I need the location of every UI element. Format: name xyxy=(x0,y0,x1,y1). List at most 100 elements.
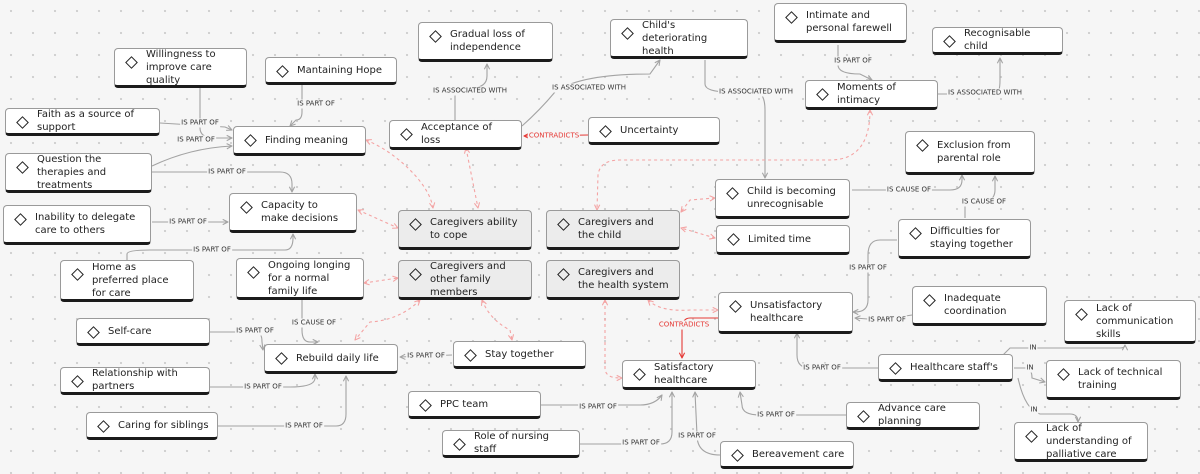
node-childs-deteriorating-health[interactable]: Child's deteriorating health xyxy=(610,19,748,59)
diamond-icon xyxy=(453,438,466,451)
node-exclusion-parental-role[interactable]: Exclusion from parental role xyxy=(905,131,1035,175)
edge-hope-finding xyxy=(290,85,303,126)
diamond-icon xyxy=(557,268,570,281)
node-label: Lack of technical training xyxy=(1078,367,1163,391)
edge-label-contradicts: CONTRADICTS xyxy=(527,131,581,141)
node-caregivers-health-system[interactable]: Caregivers and the health system xyxy=(546,260,680,300)
node-ppc-team[interactable]: PPC team xyxy=(408,391,541,419)
edge-siblings-rebuild xyxy=(218,376,346,427)
node-willingness[interactable]: Willingness to improve care quality xyxy=(114,48,247,88)
node-intimate-farewell[interactable]: Intimate and personal farewell xyxy=(774,3,907,43)
node-label: Lack of understanding of palliative care xyxy=(1046,422,1132,460)
edge-bereavement-satisfactory xyxy=(695,392,721,456)
diamond-icon xyxy=(621,27,634,40)
diamond-icon xyxy=(816,88,829,101)
node-healthcare-staff[interactable]: Healthcare staff's xyxy=(878,354,1013,382)
node-lack-palliative[interactable]: Lack of understanding of palliative care xyxy=(1014,422,1148,462)
node-child-unrecognisable[interactable]: Child is becoming unrecognisable xyxy=(715,179,850,219)
node-unsatisfactory-healthcare[interactable]: Unsatisfactory healthcare xyxy=(718,292,853,334)
node-label: Exclusion from parental role xyxy=(937,140,1011,164)
edge-label-in: IN xyxy=(1029,405,1039,415)
node-self-care[interactable]: Self-care xyxy=(76,318,210,346)
edge-label-is-part-of: IS PART OF xyxy=(207,167,247,177)
diamond-icon xyxy=(14,213,27,226)
node-rebuild-daily-life[interactable]: Rebuild daily life xyxy=(264,344,398,374)
edge-label-is-associated-with: IS ASSOCIATED WITH xyxy=(551,83,627,93)
node-uncertainty[interactable]: Uncertainty xyxy=(588,117,720,145)
node-bereavement-care[interactable]: Bereavement care xyxy=(720,441,854,469)
link-family-stay xyxy=(482,300,512,340)
node-caregivers-ability-cope[interactable]: Caregivers ability to cope xyxy=(398,210,532,250)
edge-label-is-part-of: IS PART OF xyxy=(578,402,618,412)
node-label: Willingness to improve care quality xyxy=(146,48,216,86)
edge-label-contradicts: CONTRADICTS xyxy=(657,320,711,330)
node-stay-together[interactable]: Stay together xyxy=(453,341,586,369)
node-capacity-decisions[interactable]: Capacity to make decisions xyxy=(229,193,357,233)
node-question-therapies[interactable]: Question the therapies and treatments xyxy=(5,153,152,193)
diamond-icon xyxy=(909,227,922,240)
node-label: Inability to delegate care to others xyxy=(35,212,136,236)
node-label: Inadequate coordination xyxy=(944,293,1007,317)
node-ongoing-longing[interactable]: Ongoing longing for a normal family life xyxy=(236,258,364,300)
edge-staff-palliative xyxy=(1017,377,1078,422)
node-inadequate-coordination[interactable]: Inadequate coordination xyxy=(912,286,1047,326)
edge-ongoing-rebuild xyxy=(301,300,318,342)
node-lack-technical[interactable]: Lack of technical training xyxy=(1046,360,1181,400)
node-advance-care-planning[interactable]: Advance care planning xyxy=(846,402,980,430)
diamond-icon xyxy=(16,116,29,129)
node-label: Question the therapies and treatments xyxy=(37,153,107,191)
edge-label-is-part-of: IS PART OF xyxy=(677,431,717,441)
node-difficulties-together[interactable]: Difficulties for staying together xyxy=(898,219,1031,259)
node-finding-meaning[interactable]: Finding meaning xyxy=(233,126,366,156)
node-limited-time[interactable]: Limited time xyxy=(716,225,850,255)
edge-label-in: IN xyxy=(1025,363,1035,373)
edge-label-is-part-of: IS PART OF xyxy=(192,245,232,255)
edge-question-finding xyxy=(151,146,232,167)
node-satisfactory-healthcare[interactable]: Satisfactory healthcare xyxy=(622,360,756,390)
diamond-icon xyxy=(71,375,84,388)
edge-question-capacity xyxy=(152,171,292,192)
node-acceptance-loss[interactable]: Acceptance of loss xyxy=(389,120,522,150)
edge-label-is-part-of: IS PART OF xyxy=(235,326,275,336)
link-ongoing-family xyxy=(364,278,398,283)
node-label: Acceptance of loss xyxy=(421,122,493,146)
edge-ppc-satisfactory xyxy=(541,395,662,406)
diamond-icon xyxy=(1057,368,1070,381)
node-caregivers-family[interactable]: Caregivers and other family members xyxy=(398,260,532,300)
node-label: Finding meaning xyxy=(265,134,348,146)
diamond-icon xyxy=(923,294,936,307)
node-home-preferred[interactable]: Home as preferred place for care xyxy=(60,260,194,302)
node-label: Recognisable child xyxy=(964,28,1031,52)
node-moments-intimacy[interactable]: Moments of intimacy xyxy=(805,80,938,110)
node-recognisable-child[interactable]: Recognisable child xyxy=(932,27,1063,55)
node-lack-communication[interactable]: Lack of communication skills xyxy=(1064,300,1196,344)
link-limited-child xyxy=(681,228,715,238)
diamond-icon xyxy=(464,349,477,362)
edge-label-is-part-of: IS PART OF xyxy=(296,99,336,109)
node-label: Child is becoming unrecognisable xyxy=(747,186,836,210)
diamond-icon xyxy=(857,410,870,423)
edge-label-is-associated-with: IS ASSOCIATED WITH xyxy=(718,87,794,97)
diamond-icon xyxy=(247,266,260,279)
diamond-icon xyxy=(276,65,289,78)
edge-label-is-part-of: IS PART OF xyxy=(406,351,446,361)
edge-label-is-part-of: IS PART OF xyxy=(243,382,283,392)
node-inability-delegate[interactable]: Inability to delegate care to others xyxy=(3,205,151,245)
node-label: Caregivers and the child xyxy=(578,217,654,241)
node-gradual-loss[interactable]: Gradual loss of independence xyxy=(418,22,553,62)
diamond-icon xyxy=(16,161,29,174)
node-label: Ongoing longing for a normal family life xyxy=(268,259,351,297)
node-label: Faith as a source of support xyxy=(37,109,135,133)
node-label: Bereavement care xyxy=(752,448,845,460)
node-caregivers-child[interactable]: Caregivers and the child xyxy=(546,210,680,250)
node-maintaining-hope[interactable]: Mantaining Hope xyxy=(265,57,397,85)
edge-difficulties-unsatisfactory xyxy=(853,239,897,312)
diamond-icon xyxy=(429,30,442,43)
edge-label-is-associated-with: IS ASSOCIATED WITH xyxy=(432,86,508,96)
node-faith[interactable]: Faith as a source of support xyxy=(5,108,160,136)
node-role-nursing[interactable]: Role of nursing staff xyxy=(442,430,580,458)
diamond-icon xyxy=(409,218,422,231)
node-relationship-partners[interactable]: Relationship with partners xyxy=(60,367,210,395)
node-caring-siblings[interactable]: Caring for siblings xyxy=(86,412,218,440)
